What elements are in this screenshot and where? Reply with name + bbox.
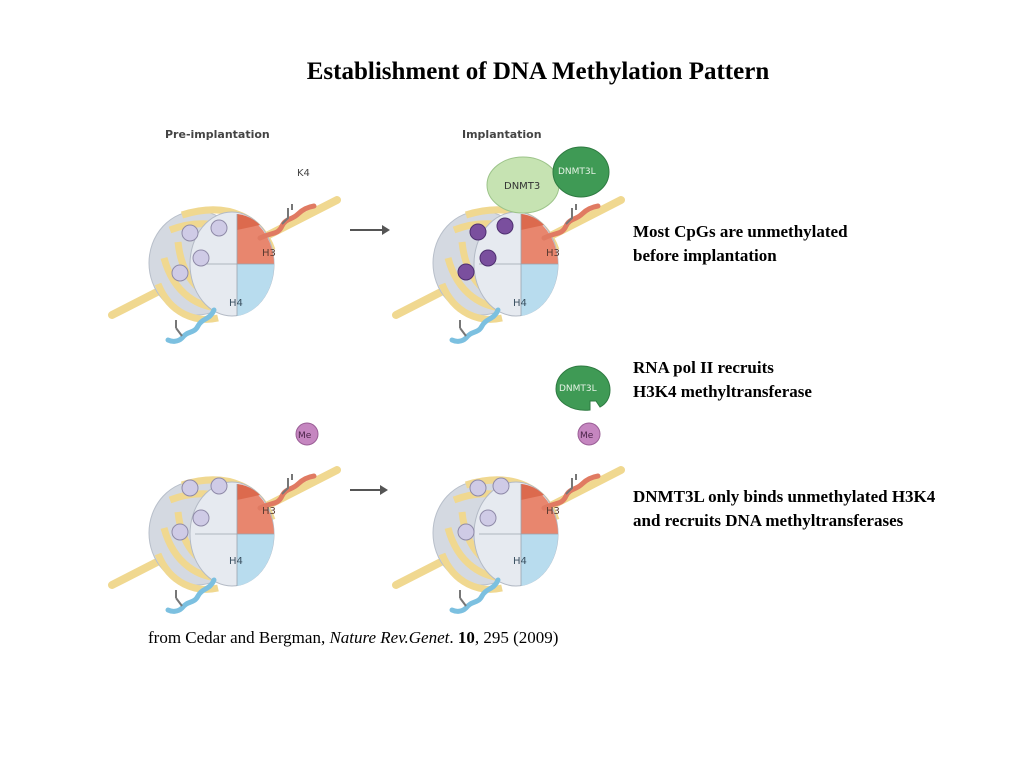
dnmt3l-enzyme (555, 365, 611, 411)
methyl-tag (295, 422, 319, 446)
note-line: before implantation (633, 246, 777, 265)
citation-sep: . (449, 628, 458, 647)
h4-label: H4 (229, 556, 243, 567)
unmethylated-cpg (469, 479, 487, 497)
citation-prefix: from Cedar and Bergman, (148, 628, 330, 647)
h3-label: H3 (262, 506, 276, 517)
note-line: and recruits DNA methyltransferases (633, 511, 904, 530)
citation: from Cedar and Bergman, Nature Rev.Genet… (148, 628, 558, 648)
unmethylated-cpg (181, 224, 199, 242)
unmethylated-cpg (192, 509, 210, 527)
pre-implantation-label: Pre-implantation (165, 128, 270, 141)
h4-label: H4 (513, 298, 527, 309)
methyl-tag (577, 422, 601, 446)
unmethylated-cpg (192, 249, 210, 267)
dnmt3l-label: DNMT3L (558, 167, 596, 177)
methylated-cpg (496, 217, 514, 235)
h4-label: H4 (229, 298, 243, 309)
h3-label: H3 (546, 248, 560, 259)
implantation-label: Implantation (462, 128, 542, 141)
h3-label: H3 (262, 248, 276, 259)
methylated-cpg (479, 249, 497, 267)
methylated-cpg (469, 223, 487, 241)
nucleosome-pre-implantation-1: H3 H4 K4 (112, 168, 337, 341)
h4-label: H4 (513, 556, 527, 567)
note-rna-pol: RNA pol II recruits H3K4 methyltransfera… (633, 356, 812, 404)
dnmt3-label: DNMT3 (504, 181, 540, 192)
note-unmethylated: Most CpGs are unmethylated before implan… (633, 220, 848, 268)
note-line: RNA pol II recruits (633, 358, 774, 377)
page-title: Establishment of DNA Methylation Pattern (306, 58, 770, 85)
citation-volume: 10 (457, 628, 475, 647)
unmethylated-cpg (171, 523, 189, 541)
nucleosome-implantation-1: H3 H4 (396, 200, 621, 341)
h3-label: H3 (546, 506, 560, 517)
nucleosome-implantation-2: H3 H4 Me (396, 422, 621, 611)
unmethylated-cpg (492, 477, 510, 495)
me-label: Me (298, 431, 312, 441)
arrow-row-2 (350, 485, 388, 495)
unmethylated-cpg (171, 264, 189, 282)
unmethylated-cpg (457, 523, 475, 541)
citation-rest: , 295 (2009) (474, 628, 559, 647)
unmethylated-cpg (210, 219, 228, 237)
k4-label: K4 (297, 168, 310, 179)
note-line: Most CpGs are unmethylated (633, 222, 848, 241)
citation-journal: Nature Rev.Genet (329, 628, 450, 647)
note-line: DNMT3L only binds unmethylated H3K4 (633, 487, 936, 506)
dnmt3l-enzyme (552, 146, 610, 198)
me-label: Me (580, 431, 594, 441)
methylated-cpg (457, 263, 475, 281)
unmethylated-cpg (181, 479, 199, 497)
unmethylated-cpg (210, 477, 228, 495)
dnmt3l-label: DNMT3L (559, 384, 597, 394)
arrow-row-1 (350, 225, 390, 235)
note-dnmt3l: DNMT3L only binds unmethylated H3K4 and … (633, 485, 935, 533)
unmethylated-cpg (479, 509, 497, 527)
nucleosome-pre-implantation-2: H3 H4 Me (112, 422, 337, 611)
note-line: H3K4 methyltransferase (633, 382, 812, 401)
